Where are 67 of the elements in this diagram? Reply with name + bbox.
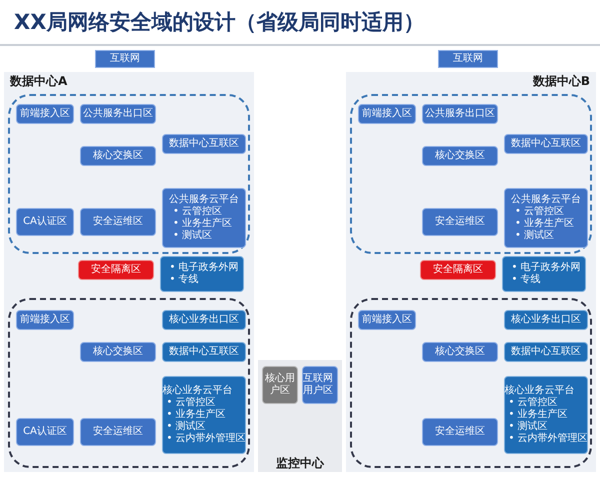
zone-box: 前端接入区 (358, 104, 416, 124)
zone-box: 数据中心互联区 (504, 134, 588, 154)
network-box: 互联网 (95, 50, 155, 68)
zone-box: 前端接入区 (16, 104, 74, 124)
zone-box: 安全运维区 (422, 208, 498, 236)
isolation-zone-box: 安全隔离区 (420, 260, 496, 280)
list-item: • 电子政务外网 (169, 262, 239, 274)
zone-box: 数据中心互联区 (162, 134, 246, 154)
zone-box: 核心业务出口区 (504, 310, 588, 330)
list-heading: 公共服务云平台 (169, 194, 239, 206)
list-item: • 业务生产区 (173, 218, 234, 230)
zone-box: 互联网用户区 (302, 366, 338, 404)
list-item: • 业务生产区 (508, 409, 569, 420)
network-box: 互联网 (438, 50, 498, 68)
list-item: • 测试区 (515, 230, 556, 242)
list-item: • 云内带外管理区 (508, 433, 588, 445)
data-center-panel (4, 72, 254, 472)
list-heading: 公共服务云平台 (511, 194, 581, 206)
list-item: • 业务生产区 (515, 218, 576, 230)
list-heading: 核心业务云平台 (504, 385, 576, 397)
panel-heading: 数据中心A (8, 73, 68, 90)
zone-box (504, 188, 588, 248)
list-item: • 专线 (169, 274, 200, 286)
list-item: • 测试区 (166, 421, 207, 432)
zone-box: 前端接入区 (16, 310, 74, 330)
zone-box: 公共服务出口区 (422, 104, 498, 124)
zone-box: 公共服务出口区 (80, 104, 156, 124)
panel-heading: 数据中心B (532, 73, 591, 90)
zone-box: 前端接入区 (358, 310, 416, 330)
zone-box: 核心交换区 (80, 146, 156, 166)
zone-box: CA认证区 (16, 418, 74, 446)
list-item: • 专线 (511, 274, 542, 286)
zone-box (162, 188, 246, 248)
zone-box: 核心交换区 (80, 342, 156, 362)
list-item: • 业务生产区 (166, 409, 227, 420)
dashed-region (8, 298, 250, 468)
zone-box: 核心交换区 (422, 342, 498, 362)
panel-heading: 监控中心 (275, 455, 326, 472)
diagram-title: XX局网络安全域的设计（省级局同时适用） (14, 9, 424, 36)
dashed-region (8, 94, 250, 254)
zone-box (504, 376, 588, 454)
zone-box (502, 256, 586, 292)
dashed-region (350, 94, 592, 254)
zone-box: 核心交换区 (422, 146, 498, 166)
zone-box: 核心业务出口区 (162, 310, 246, 330)
zone-box (160, 256, 244, 292)
zone-box: CA认证区 (16, 208, 74, 236)
list-item: • 云管控区 (166, 397, 217, 408)
zone-box: 安全运维区 (80, 418, 156, 446)
monitoring-center-panel (258, 360, 342, 472)
list-item: • 云内带外管理区 (166, 433, 246, 445)
isolation-zone-box: 安全隔离区 (78, 260, 154, 280)
list-item: • 云管控区 (173, 206, 224, 218)
list-heading: 核心业务云平台 (162, 385, 234, 397)
user-zone-box: 核心用户区 (262, 366, 298, 404)
list-item: • 云管控区 (515, 206, 566, 218)
zone-box (162, 376, 246, 454)
list-item: • 测试区 (508, 421, 549, 432)
zone-box: 数据中心互联区 (504, 342, 588, 362)
zone-box: 数据中心互联区 (162, 342, 246, 362)
list-item: • 电子政务外网 (511, 262, 581, 274)
list-item: • 测试区 (173, 230, 214, 242)
zone-box: 安全运维区 (422, 418, 498, 446)
data-center-panel (346, 72, 596, 472)
list-item: • 云管控区 (508, 397, 559, 408)
zone-box: 安全运维区 (80, 208, 156, 236)
dashed-region (350, 298, 592, 468)
